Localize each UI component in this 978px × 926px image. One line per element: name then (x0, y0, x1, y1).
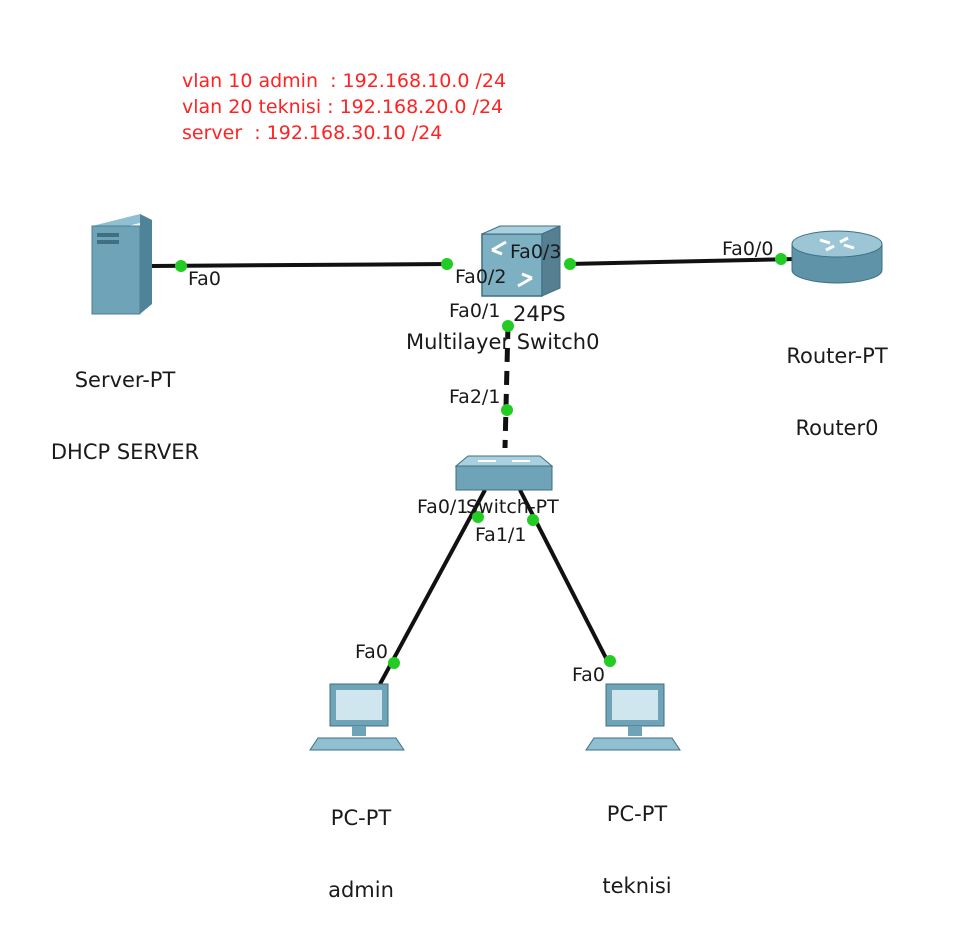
pc-teknisi-icon[interactable] (585, 683, 681, 751)
cable-mls-router[interactable] (567, 257, 796, 266)
vlan-note: vlan 10 admin : 192.168.10.0 /24 vlan 20… (182, 68, 506, 146)
router-type: Router-PT (786, 344, 888, 368)
port-label-mls-fa0-2: Fa0/2 (455, 266, 507, 288)
port-label-mls-fa0-3: Fa0/3 (510, 241, 562, 263)
pc-admin-icon[interactable] (309, 683, 405, 751)
multilayer-switch-icon[interactable] (481, 225, 561, 297)
link-light-mls-fa0-3 (564, 258, 576, 270)
mls-name-label: Multilayer Switch0 (406, 330, 600, 354)
server-label: Server-PT DHCP SERVER (30, 320, 220, 488)
port-label-server-fa0: Fa0 (188, 268, 221, 290)
port-label-switch-fa1-1: Fa1/1 (475, 524, 527, 546)
server-icon[interactable] (91, 214, 152, 315)
cable-switch-pc-admin[interactable] (378, 489, 487, 685)
vlan-note-line: vlan 20 teknisi : 192.168.20.0 /24 (182, 96, 504, 118)
link-light-switch-fa1-1 (527, 514, 539, 526)
pc-teknisi-type: PC-PT (606, 802, 668, 826)
link-light-mls-fa0-2 (441, 258, 453, 270)
pc-teknisi-name: teknisi (602, 874, 672, 898)
pc-admin-name: admin (328, 878, 394, 902)
network-diagram (91, 214, 883, 751)
mls-type-label: 24PS (513, 302, 566, 326)
router-icon[interactable] (791, 230, 883, 284)
link-light-switch-fa2-1 (501, 404, 513, 416)
link-light-mls-fa0-1 (502, 320, 514, 332)
pc-admin-label: PC-PT admin (300, 758, 422, 926)
router-name: Router0 (795, 416, 879, 440)
port-label-pc-admin-fa0: Fa0 (355, 641, 388, 663)
vlan-note-line: vlan 10 admin : 192.168.10.0 /24 (182, 70, 507, 92)
link-light-pc-admin-fa0 (388, 657, 400, 669)
switch-label: Switch-PT (466, 496, 559, 518)
server-name: DHCP SERVER (50, 440, 200, 464)
cable-mls-switch[interactable] (502, 324, 511, 449)
port-label-router-fa0-0: Fa0/0 (722, 238, 774, 260)
router-label: Router-PT Router0 (768, 296, 906, 464)
port-label-pc-teknisi-fa0: Fa0 (572, 664, 605, 686)
link-lights (175, 253, 787, 669)
vlan-note-line: server : 192.168.30.10 /24 (182, 122, 443, 144)
pc-admin-type: PC-PT (330, 806, 392, 830)
port-label-mls-fa0-1: Fa0/1 (449, 300, 501, 322)
link-light-router-fa0-0 (775, 253, 787, 265)
port-label-switch-fa0-1: Fa0/1 (417, 496, 469, 518)
link-light-switch-fa0-1 (472, 511, 484, 523)
port-label-switch-fa2-1: Fa2/1 (449, 386, 501, 408)
pc-teknisi-label: PC-PT teknisi (576, 754, 698, 922)
link-light-pc-teknisi-fa0 (604, 655, 616, 667)
switch-icon[interactable] (454, 455, 554, 491)
cable-server-mls[interactable] (151, 262, 449, 268)
server-type: Server-PT (74, 368, 176, 392)
link-light-server-fa0 (175, 260, 187, 272)
